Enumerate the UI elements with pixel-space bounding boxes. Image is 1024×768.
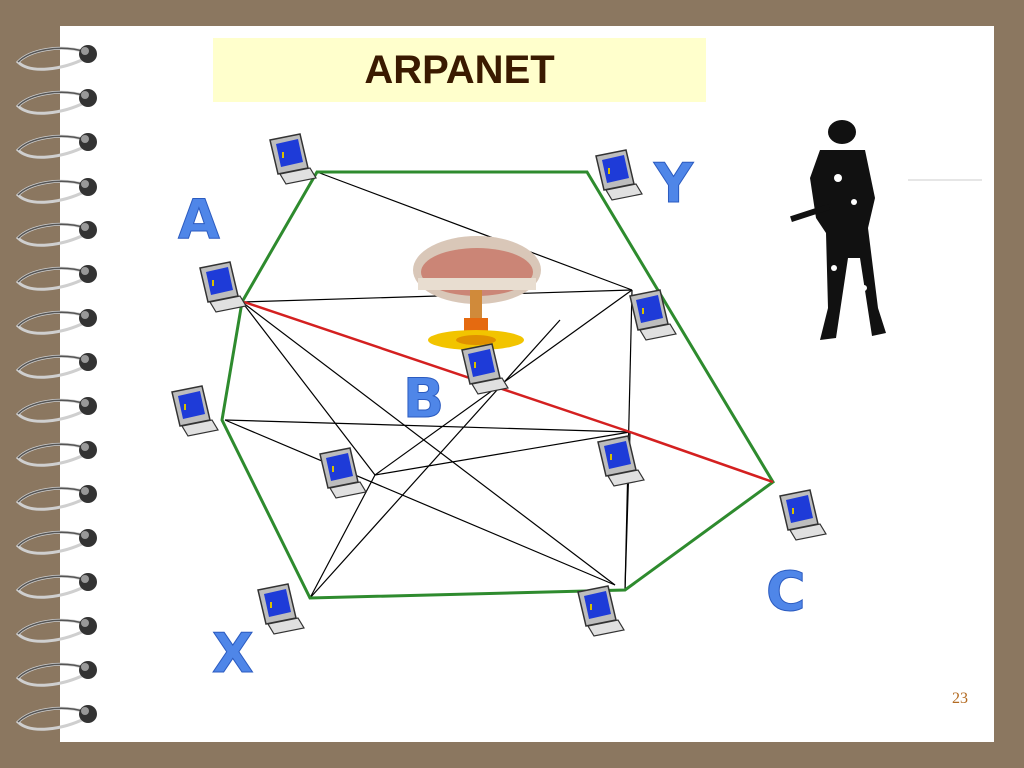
slide-page — [60, 26, 994, 742]
binding-ring — [15, 661, 97, 687]
label-y: Y — [653, 152, 694, 215]
binding-ring — [15, 178, 97, 204]
computer-terminal-icon — [629, 289, 677, 341]
binding-ring — [15, 617, 97, 643]
mesh-link — [241, 301, 376, 476]
mesh-link — [309, 319, 561, 599]
label-c: C — [766, 560, 806, 623]
binding-ring — [15, 133, 97, 159]
binding-ring — [15, 353, 97, 379]
computer-terminal-icon — [319, 447, 367, 499]
computer-terminal-icon — [595, 149, 643, 201]
mesh-link — [316, 171, 633, 291]
nuclear-explosion-icon — [413, 236, 541, 350]
mesh-link — [309, 474, 376, 599]
spiral-binding — [15, 45, 97, 731]
title-box: ARPANET — [213, 38, 706, 102]
label-b: B — [403, 367, 444, 430]
mesh-links — [224, 171, 633, 599]
binding-ring — [15, 573, 97, 599]
computer-terminal-icon — [461, 343, 509, 395]
mesh-link — [224, 419, 616, 586]
mesh-link — [374, 431, 631, 476]
computer-terminal-icon — [577, 585, 625, 637]
soldier-icon — [790, 120, 886, 340]
binding-ring — [15, 221, 97, 247]
slide-title: ARPANET — [364, 47, 555, 92]
binding-ring — [15, 441, 97, 467]
mesh-link — [241, 301, 616, 586]
binding-ring — [15, 89, 97, 115]
label-x: X — [212, 622, 254, 685]
binding-ring — [15, 265, 97, 291]
binding-ring — [15, 705, 97, 731]
label-a: A — [178, 188, 220, 251]
mesh-link — [224, 419, 631, 433]
ring-topology — [220, 170, 775, 600]
computer-terminal-icon — [597, 435, 645, 487]
computer-terminal-icon — [199, 261, 247, 313]
computer-terminal-icon — [779, 489, 827, 541]
binding-ring — [15, 397, 97, 423]
page-number: 23 — [952, 690, 968, 707]
computer-terminal-icon — [171, 385, 219, 437]
binding-ring — [15, 309, 97, 335]
binding-ring — [15, 45, 97, 71]
highlight-path-a-to-c — [243, 300, 774, 484]
computer-terminal-icon — [257, 583, 305, 635]
binding-ring — [15, 529, 97, 555]
binding-ring — [15, 485, 97, 511]
computer-terminal-icon — [269, 133, 317, 185]
